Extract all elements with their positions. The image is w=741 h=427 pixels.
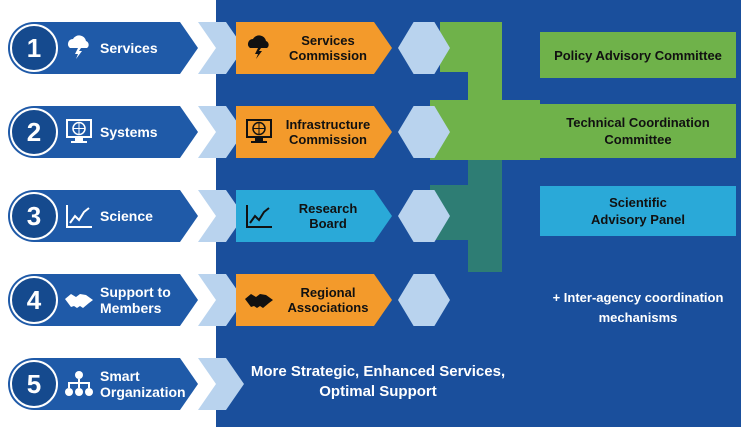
row-number: 3 <box>10 192 58 240</box>
row-number: 5 <box>10 360 58 408</box>
rising-chart-icon <box>64 202 94 230</box>
box-infrastructure-commission: Infrastructure Commission <box>236 106 392 158</box>
box-services-commission: Services Commission <box>236 22 392 74</box>
scientific-advisory-panel: Scientific Advisory Panel <box>540 186 736 236</box>
row-number: 4 <box>10 276 58 324</box>
box-label: Infrastructure Commission <box>285 117 371 147</box>
org-chart-icon <box>64 370 94 398</box>
box-regional-associations: Regional Associations <box>236 274 392 326</box>
row-label: Support to Members <box>100 284 171 316</box>
row-number: 2 <box>10 108 58 156</box>
row-label: Services <box>100 40 158 56</box>
inter-agency-text: + Inter-agency coordination mechanisms <box>552 290 724 325</box>
box-research-board: Research Board <box>236 190 392 242</box>
rising-chart-icon <box>244 202 274 230</box>
globe-computer-icon <box>244 118 274 146</box>
storm-cloud-icon <box>244 34 274 62</box>
handshake-icon <box>64 286 94 314</box>
storm-cloud-icon <box>64 34 94 62</box>
row-label: Smart Organization <box>100 368 186 400</box>
technical-coordination-committee: Technical Coordination Committee <box>540 104 736 158</box>
box-label: Services Commission <box>288 33 367 63</box>
globe-computer-icon <box>64 118 94 146</box>
box-label: Research Board <box>298 201 358 231</box>
policy-advisory-committee: Policy Advisory Committee <box>540 32 736 78</box>
row-number: 1 <box>10 24 58 72</box>
handshake-icon <box>244 286 274 314</box>
row-label: Science <box>100 208 153 224</box>
box-label: Regional Associations <box>287 285 369 315</box>
row-label: Systems <box>100 124 158 140</box>
bottom-summary-text: More Strategic, Enhanced Services, Optim… <box>250 363 506 400</box>
